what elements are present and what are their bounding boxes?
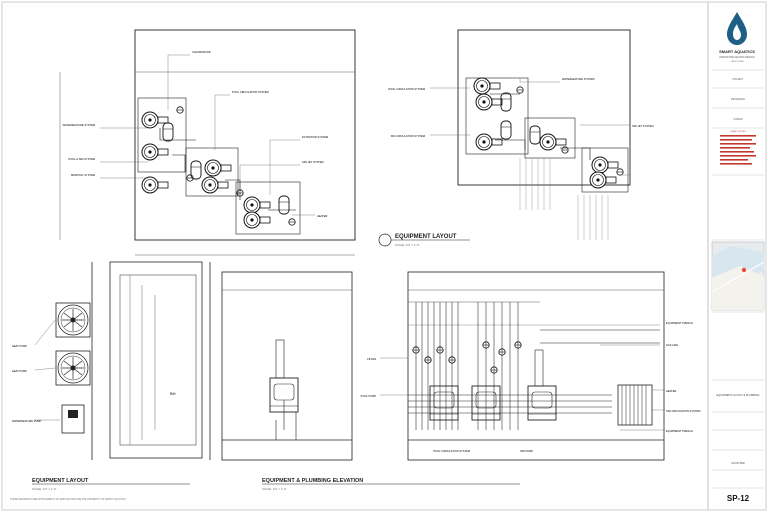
view-title-elevation: EQUIPMENT & PLUMBING ELEVATION SCALE: 1/… <box>262 478 520 491</box>
tb-field-project: PROJECT <box>732 78 744 81</box>
sheet-number: SP-12 <box>727 494 750 503</box>
view-scale-1: SCALE: 1/4" = 1'-0" <box>395 243 419 247</box>
equipment-layout-plan-2 <box>430 29 631 240</box>
label-filter: FILTER <box>367 357 376 361</box>
label-spa-pump: SPA PUMP <box>520 449 533 453</box>
label-chlorinator: CHLORINATOR <box>192 50 211 54</box>
label-spa-circulation-elev: SPA CIRCULATION SYSTEM <box>666 409 700 413</box>
footer-note: THESE DRAWINGS ARE INSTRUMENTS OF SERVIC… <box>10 498 127 501</box>
label-heat-pump-1: HEAT PUMP <box>12 344 27 348</box>
label-pool-circulation-elev: POOL CIRCULATION SYSTEM <box>433 449 470 453</box>
plumbing-elevation <box>221 271 665 461</box>
label-filtration-system: FILTRATION SYSTEM <box>302 135 328 139</box>
water-drop-icon <box>727 12 747 45</box>
label-waterfeature-system: WATERFEATURE SYSTEM <box>63 123 95 127</box>
label-pool-spa-system: POOL & SPA SYSTEM <box>68 157 95 161</box>
view-scale-3: SCALE: 1/4" = 1'-0" <box>262 487 286 491</box>
label-heater: HEATER <box>317 214 327 218</box>
label-spa-circulation: SPA CIRCULATION SYSTEM <box>391 134 425 138</box>
view-title-equipment-layout-1: EQUIPMENT LAYOUT <box>395 234 457 240</box>
tb-field-owner: OWNER <box>733 118 742 121</box>
brand-tagline: INNOVATIVE AQUATIC DESIGN <box>720 56 755 59</box>
title-block: SMART AQUATICS INNOVATIVE AQUATIC DESIGN… <box>707 2 765 510</box>
label-spa-jet-system: SPA JET SYSTEM <box>302 160 324 164</box>
svg-text:BH: BH <box>170 391 176 396</box>
equipment-layout-plan-1 <box>59 29 356 256</box>
label-spa-pool-system: SPA/POOL SYSTEM <box>71 173 95 177</box>
label-spa-jet-system-2: SPA JET SYSTEM <box>632 124 654 128</box>
tb-notes-header: SHEET NOTES <box>730 131 746 133</box>
equipment-layout-plan-3: BH <box>34 261 211 460</box>
label-waterfeature-system-2: WATERFEATURE SYSTEM <box>562 77 594 81</box>
waterfeature-pump-symbol <box>61 404 85 434</box>
view-scale-2: SCALE: 1/4" = 1'-0" <box>32 487 56 491</box>
label-equipment-trench-2: EQUIPMENT TRENCH <box>666 429 693 433</box>
label-gas-line: GAS LINE <box>666 343 678 347</box>
key-map <box>711 241 765 311</box>
view-title-plumbing-elevation: EQUIPMENT & PLUMBING ELEVATION <box>262 478 363 484</box>
label-pool-pump: POOL PUMP <box>361 394 377 398</box>
brand-name: SMART AQUATICS <box>719 49 755 54</box>
tb-sheet-title: EQUIPMENT LAYOUT & PLUMBING <box>717 393 760 397</box>
view-title-lower-left: EQUIPMENT LAYOUT SCALE: 1/4" = 1'-0" <box>32 478 190 491</box>
label-waterfeature-pump: WATERFEATURE PUMP <box>12 419 41 423</box>
label-pool-circulation-2: POOL CIRCULATION SYSTEM <box>388 87 425 91</box>
view-title-equipment-layout-2: EQUIPMENT LAYOUT <box>32 478 89 484</box>
label-pool-circulation: POOL CIRCULATION SYSTEM <box>232 90 269 94</box>
view-title-upper: EQUIPMENT LAYOUT SCALE: 1/4" = 1'-0" <box>378 233 470 247</box>
tb-scale: AS NOTED <box>731 461 744 465</box>
brand-address: CALIFORNIA <box>730 60 744 63</box>
label-equipment-trench-1: EQUIPMENT TRENCH <box>666 321 693 325</box>
label-heater-elev: HEATER <box>666 389 676 393</box>
tb-field-residence: RESIDENCE <box>731 98 745 101</box>
label-heat-pump-2: HEAT PUMP <box>12 369 27 373</box>
